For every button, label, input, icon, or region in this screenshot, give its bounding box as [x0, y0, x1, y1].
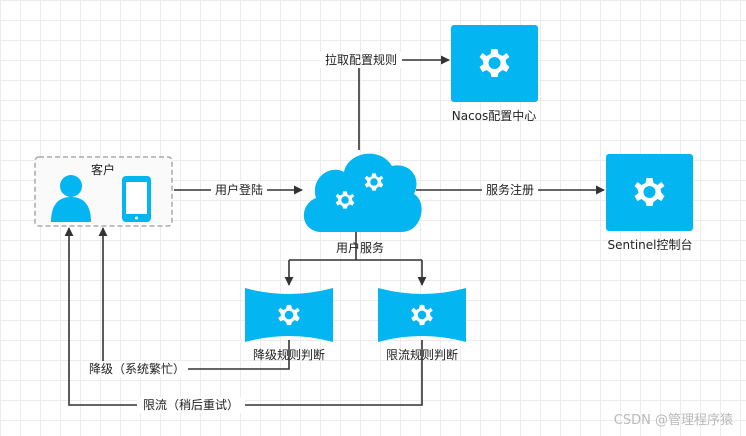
person-icon	[51, 175, 91, 222]
gear-icon	[335, 191, 355, 209]
mobile-icon	[122, 176, 151, 222]
nacos-node	[451, 25, 538, 102]
sentinel-label: Sentinel控制台	[608, 237, 693, 252]
nacos-label: Nacos配置中心	[452, 108, 537, 123]
watermark: CSDN @管理程序猿	[614, 413, 733, 428]
edge-label-user-login: 用户登陆	[215, 182, 263, 197]
flow-rule-label: 限流规则判断	[386, 347, 458, 362]
edge-degrade-return	[98, 227, 290, 370]
flow-rule-node	[378, 288, 466, 342]
gear-icon	[411, 304, 433, 326]
degrade-rule-node	[245, 288, 333, 342]
gear-icon	[634, 178, 665, 206]
user-service-label: 用户服务	[336, 240, 384, 255]
edge-flow-return	[64, 227, 423, 406]
gear-icon	[479, 49, 510, 77]
edge-pull-config	[358, 55, 450, 150]
client-label: 客户	[91, 162, 115, 177]
sentinel-node	[606, 154, 693, 231]
degrade-rule-label: 降级规则判断	[253, 347, 325, 362]
edge-label-degrade-return: 降级（系统繁忙）	[89, 361, 185, 376]
gear-icon	[364, 173, 384, 191]
edge-label-flow-return: 限流（稍后重试）	[143, 397, 239, 412]
edge-label-service-register: 服务注册	[486, 182, 534, 197]
edge-label-pull-config: 拉取配置规则	[325, 52, 397, 67]
user-service-cloud	[303, 153, 422, 232]
gear-icon	[278, 304, 300, 326]
